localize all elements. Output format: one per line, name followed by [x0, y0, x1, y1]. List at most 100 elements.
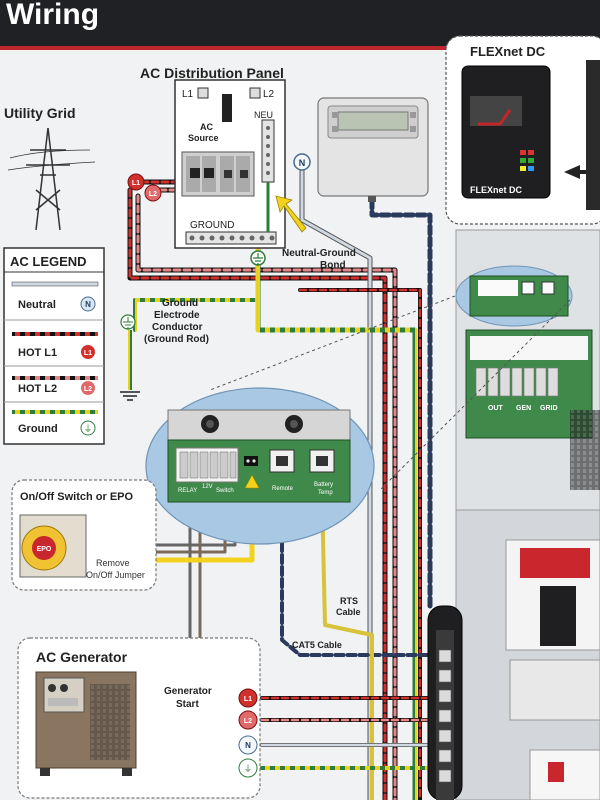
panel-ground-symbol	[250, 250, 266, 266]
neutral-bus-screws	[266, 126, 270, 175]
utility-grid: Utility Grid	[4, 105, 96, 231]
gen-n-badge: N	[238, 735, 258, 755]
gen-n-badge-text: N	[245, 741, 251, 750]
red-breaker-block	[520, 548, 590, 578]
legend-neutral-badge-text: N	[85, 300, 91, 309]
legend-l1-label: HOT L1	[18, 347, 57, 359]
jumper-arrow-icon	[244, 474, 260, 489]
gen-ground-badge-text: ⏚	[243, 764, 252, 774]
battery-temp-label-2: Temp	[318, 490, 333, 496]
panel-neutral-badge: N	[293, 153, 311, 171]
main-breaker-handle-icon	[222, 94, 232, 122]
on-off-switch-box: On/Off Switch or EPO EPO Remove On/Off J…	[11, 479, 157, 591]
legend-ground-badge-text: ⏚	[83, 424, 92, 434]
legend-ground-badge	[80, 420, 96, 436]
small-grid-label: GRID	[540, 405, 558, 412]
legend-neutral-swatch	[11, 281, 99, 287]
gen-l1-badge: L1	[238, 688, 258, 708]
small-gen-label: GEN	[516, 405, 531, 412]
bond-arrow-icon	[275, 195, 307, 233]
legend-l2-badge-text: L2	[84, 386, 92, 393]
legend-title: AC LEGEND	[10, 254, 87, 269]
rts-cable-label-2: Cable	[336, 607, 361, 617]
gen-l2-badge: L2	[238, 710, 258, 730]
legend-l1-badge-text: L1	[84, 350, 92, 357]
ground-electrode: Ground Electrode Conductor (Ground Rod)	[120, 298, 209, 401]
page-title: Wiring	[6, 0, 99, 31]
ground-electrode-label-3: Conductor	[152, 322, 203, 333]
on-off-switch-label: On/Off Switch or EPO	[20, 491, 134, 503]
legend-ground-swatch	[12, 410, 98, 414]
remove-jumper-label-1: Remove	[96, 558, 130, 568]
inverter-cabinet: OUT GEN GRID	[455, 229, 600, 800]
flexnet-device	[461, 65, 551, 199]
ac-distribution-panel: AC Distribution Panel L1 L2 AC Source NE…	[140, 65, 356, 271]
callout-board-header	[167, 409, 351, 441]
gen-l1-badge-text: L1	[244, 696, 252, 703]
ac-legend: AC LEGEND Neutral N HOT L1 L1 HOT L2 L2 …	[3, 247, 105, 445]
callout-line-bottom	[379, 299, 571, 491]
cat5-cable-label: CAT5 Cable	[292, 640, 342, 650]
black-breaker-block	[540, 586, 576, 646]
neutral-ground-bond-label-1: Neutral-Ground	[282, 248, 356, 259]
l1-terminal-icon	[197, 87, 209, 99]
legend-l2-label: HOT L2	[18, 383, 57, 395]
display-screen	[337, 111, 409, 131]
utility-l2-badge: L2	[144, 184, 162, 202]
ground-electrode-label-1: Ground	[162, 298, 198, 309]
legend-ground-label: Ground	[18, 423, 58, 435]
small-out-label: OUT	[488, 405, 504, 412]
flexnet-dc-panel: FLEXnet DC FLEXnet DC	[445, 35, 600, 225]
flexnet-device-label: FLEXnet DC	[470, 185, 523, 195]
panel-l1-label: L1	[182, 89, 194, 100]
ac-source-label-1: AC	[200, 122, 213, 132]
callout-line-top	[209, 295, 456, 391]
ac-source-label-2: Source	[188, 133, 219, 143]
main-terminal-block	[475, 367, 559, 397]
on-off-jumper	[244, 456, 258, 466]
l2-terminal-icon	[249, 87, 261, 99]
breaker-row	[181, 151, 255, 197]
utility-grid-label: Utility Grid	[4, 105, 76, 121]
generator-start-label-2: Start	[176, 699, 199, 710]
legend-l2-badge	[81, 381, 95, 395]
ac-panel-title: AC Distribution Panel	[140, 65, 284, 81]
utility-l1-badge-text: L1	[132, 180, 140, 187]
flexnet-leds	[520, 150, 534, 171]
legend-l1-badge	[81, 345, 95, 359]
flexnet-dc-title: FLEXnet DC	[470, 44, 546, 59]
neu-label: NEU	[254, 110, 273, 120]
ground-bus-label: GROUND	[190, 220, 234, 231]
ac-generator-label: AC Generator	[36, 649, 128, 665]
battery-edge	[586, 60, 600, 210]
remote-label: Remote	[272, 486, 294, 492]
system-display-unit	[317, 97, 429, 202]
terminal-strip	[427, 605, 463, 800]
battery-temp-label-1: Battery	[314, 482, 333, 488]
epo-knob-icon	[32, 536, 56, 560]
epo-label: EPO	[37, 546, 52, 553]
ground-electrode-label-2: Electrode	[154, 310, 200, 321]
legend-l2-swatch	[12, 376, 98, 380]
12v-terminal-label: 12V	[202, 484, 213, 490]
panel-l2-label: L2	[263, 89, 275, 100]
remove-jumper-label-2: On/Off Jumper	[86, 570, 145, 580]
generator-icon	[35, 671, 137, 776]
legend-neutral-label: Neutral	[18, 299, 56, 311]
legend-neutral-badge	[80, 296, 96, 312]
gen-l2-badge-text: L2	[244, 718, 252, 725]
generator-start-label-1: Generator	[164, 686, 212, 697]
gen-ground-badge: ⏚	[238, 758, 258, 778]
transmission-tower-icon	[7, 127, 96, 231]
panel-neutral-badge-text: N	[299, 158, 306, 168]
ground-electrode-label-4: (Ground Rod)	[144, 334, 209, 345]
switch-terminal-label: Switch	[216, 488, 234, 494]
legend-l1-swatch	[12, 332, 98, 336]
rts-cable-label-1: RTS	[340, 596, 358, 606]
utility-l1-badge: L1	[127, 173, 145, 191]
flexnet-arrow-icon	[564, 165, 600, 179]
ground-bus-screws	[189, 235, 275, 241]
large-callout: RELAY 12V Switch Remote Battery Temp	[145, 387, 375, 545]
